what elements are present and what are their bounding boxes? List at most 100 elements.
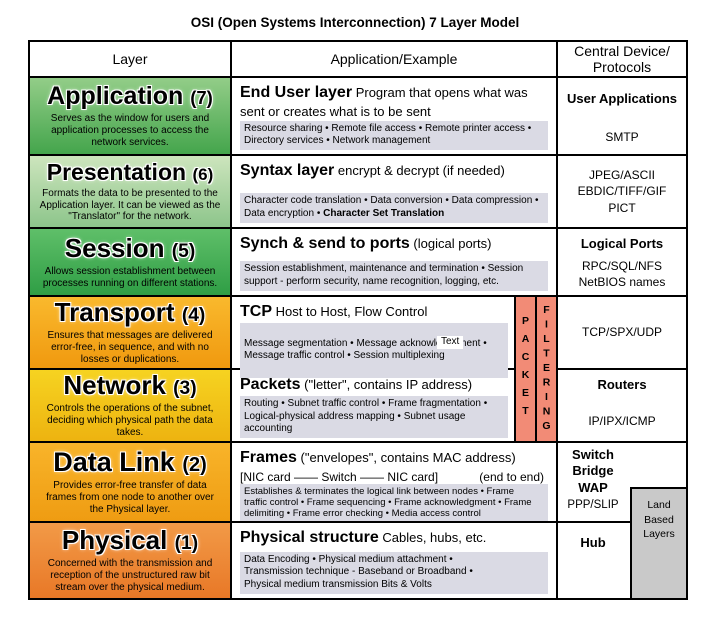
- detail-box: Character code translation • Data conver…: [240, 193, 548, 223]
- device-title: User Applications: [566, 91, 678, 106]
- example-title: Syntax layer: [240, 162, 335, 179]
- example-cell-physical: Physical structure Cables, hubs, etc. Da…: [232, 523, 558, 598]
- nic-card-text: [NIC card —— Switch —— NIC card]: [240, 469, 439, 484]
- layer-row-transport: Transport (4) Ensures that messages are …: [30, 297, 686, 378]
- example-cell-network: Packets ("letter", contains IP address) …: [232, 370, 558, 441]
- header-layer: Layer: [30, 42, 232, 76]
- layer-row-network: Network (3) Controls the operations of t…: [30, 370, 686, 443]
- detail-box: Routing • Subnet traffic control • Frame…: [240, 395, 508, 439]
- layer-description: Controls the operations of the subnet, d…: [46, 403, 214, 439]
- layer-title: Transport (4): [55, 299, 206, 326]
- example-subtitle: Cables, hubs, etc.: [382, 530, 487, 545]
- example-subtitle: ("envelopes", contains MAC address): [300, 450, 516, 465]
- device-protocols: PPP/SLIP: [567, 498, 619, 511]
- example-head: TCP Host to Host, Flow Control: [240, 302, 508, 323]
- example-title: Physical structure: [240, 529, 379, 546]
- layer-title: Session (5): [64, 232, 196, 263]
- layer-row-data-link: Data Link (2) Provides error-free transf…: [30, 443, 686, 523]
- device-cell-session: Logical Ports RPC/SQL/NFS NetBIOS names: [558, 229, 686, 295]
- example-head: Physical structure Cables, hubs, etc.: [240, 528, 548, 549]
- layer-cell-network: Network (3) Controls the operations of t…: [30, 370, 232, 441]
- layer-number: (6): [192, 164, 214, 184]
- layer-description: Formats the data to be presented to the …: [39, 187, 221, 223]
- device-cell-application: User Applications SMTP: [558, 78, 686, 154]
- device-protocols: IP/IPX/ICMP: [588, 413, 656, 428]
- device-protocols: TCP/SPX/UDP: [581, 325, 662, 340]
- device-title: Switch Bridge WAP: [572, 447, 614, 495]
- example-title: Frames: [240, 449, 297, 466]
- example-subtitle: encrypt & decrypt (if needed): [337, 163, 505, 178]
- layer-cell-data-link: Data Link (2) Provides error-free transf…: [30, 443, 232, 521]
- layer-name: Presentation: [46, 158, 187, 185]
- layer-number: (4): [181, 305, 206, 327]
- layer-title: Application (7): [47, 83, 213, 109]
- device-protocols: SMTP: [605, 130, 639, 145]
- example-title: End User layer: [240, 84, 353, 101]
- filtering-label: FILTERING: [540, 303, 553, 435]
- layer-title: Network (3): [63, 372, 196, 399]
- device-cell-presentation: JPEG/ASCII EBDIC/TIFF/GIF PICT: [558, 156, 686, 227]
- layer-name: Session: [64, 232, 165, 263]
- detail-box: Resource sharing • Remote file access • …: [240, 120, 548, 151]
- layer-number: (5): [171, 240, 196, 262]
- layer-description: Ensures that messages are delivered erro…: [47, 330, 213, 366]
- packet-filtering-box: PACKET FILTERING: [514, 297, 556, 441]
- layer-row-session: Session (5) Allows session establishment…: [30, 229, 686, 297]
- layer-name: Application: [47, 82, 184, 111]
- table-header-row: Layer Application/Example Central Device…: [30, 42, 686, 78]
- layer-description: Serves as the window for users and appli…: [50, 113, 210, 149]
- packet-label: PACKET: [519, 315, 532, 423]
- device-title: Logical Ports: [580, 236, 664, 251]
- layer-cell-session: Session (5) Allows session establishment…: [30, 229, 232, 295]
- example-head: Frames ("envelopes", contains MAC addres…: [240, 448, 548, 469]
- header-application-example: Application/Example: [232, 42, 558, 76]
- detail-box: Establishes & terminates the logical lin…: [240, 483, 548, 522]
- example-head: Synch & send to ports (logical ports): [240, 234, 548, 255]
- layer-cell-physical: Physical (1) Concerned with the transmis…: [30, 523, 232, 598]
- layer-title: Data Link (2): [53, 448, 206, 476]
- layer-description: Concerned with the transmission and rece…: [47, 558, 213, 594]
- land-based-layers-box: Land Based Layers: [630, 487, 686, 598]
- end-to-end-text: (end to end): [479, 469, 544, 484]
- example-title: Synch & send to ports: [240, 235, 410, 252]
- example-subtitle: Program that opens what was sent or crea…: [240, 85, 528, 119]
- layer-name: Physical: [61, 525, 168, 556]
- example-subtitle: (logical ports): [413, 236, 492, 251]
- device-title: Routers: [597, 377, 647, 392]
- example-head: Packets ("letter", contains IP address): [240, 375, 508, 396]
- example-head: End User layer Program that opens what w…: [240, 83, 548, 121]
- layer-number: (2): [182, 454, 207, 477]
- layer-title: Presentation (6): [47, 160, 214, 184]
- layer-row-physical: Physical (1) Concerned with the transmis…: [30, 523, 686, 598]
- example-cell-transport: TCP Host to Host, Flow Control Message s…: [232, 297, 558, 378]
- layer-number: (1): [174, 533, 199, 555]
- layer-description: Allows session establishment between pro…: [42, 265, 218, 289]
- osi-table: Layer Application/Example Central Device…: [28, 40, 688, 600]
- header-central-device-protocols: Central Device/ Protocols: [558, 42, 686, 76]
- layer-row-presentation: Presentation (6) Formats the data to be …: [30, 156, 686, 229]
- land-based-layers-label: Land Based Layers: [643, 499, 675, 541]
- layer-title: Physical (1): [62, 527, 198, 554]
- example-subtitle: ("letter", contains IP address): [304, 377, 473, 392]
- device-protocols: RPC/SQL/NFS NetBIOS names: [578, 258, 666, 289]
- detail-text-bold: Character Set Translation: [323, 208, 445, 220]
- device-cell-transport: TCP/SPX/UDP: [558, 297, 686, 368]
- example-cell-session: Synch & send to ports (logical ports) Se…: [232, 229, 558, 295]
- device-cell-network: Routers IP/IPX/ICMP: [558, 370, 686, 441]
- example-cell-application: End User layer Program that opens what w…: [232, 78, 558, 154]
- packet-column: PACKET: [516, 297, 535, 441]
- filtering-column: FILTERING: [535, 297, 556, 441]
- text-note-overlay: Text: [437, 335, 464, 349]
- layer-cell-transport: Transport (4) Ensures that messages are …: [30, 297, 232, 368]
- diagram-title: OSI (Open Systems Interconnection) 7 Lay…: [190, 15, 520, 30]
- device-title: Hub: [580, 535, 606, 550]
- example-subtitle: Host to Host, Flow Control: [275, 304, 428, 319]
- example-title: TCP: [240, 303, 272, 320]
- layer-cell-application: Application (7) Serves as the window for…: [30, 78, 232, 154]
- layer-number: (7): [190, 87, 213, 109]
- example-title: Packets: [240, 376, 301, 393]
- detail-box: Message segmentation • Message acknowled…: [240, 322, 508, 378]
- layer-name: Data Link: [53, 447, 175, 478]
- example-cell-presentation: Syntax layer encrypt & decrypt (if neede…: [232, 156, 558, 227]
- detail-box: Session establishment, maintenance and t…: [240, 261, 548, 291]
